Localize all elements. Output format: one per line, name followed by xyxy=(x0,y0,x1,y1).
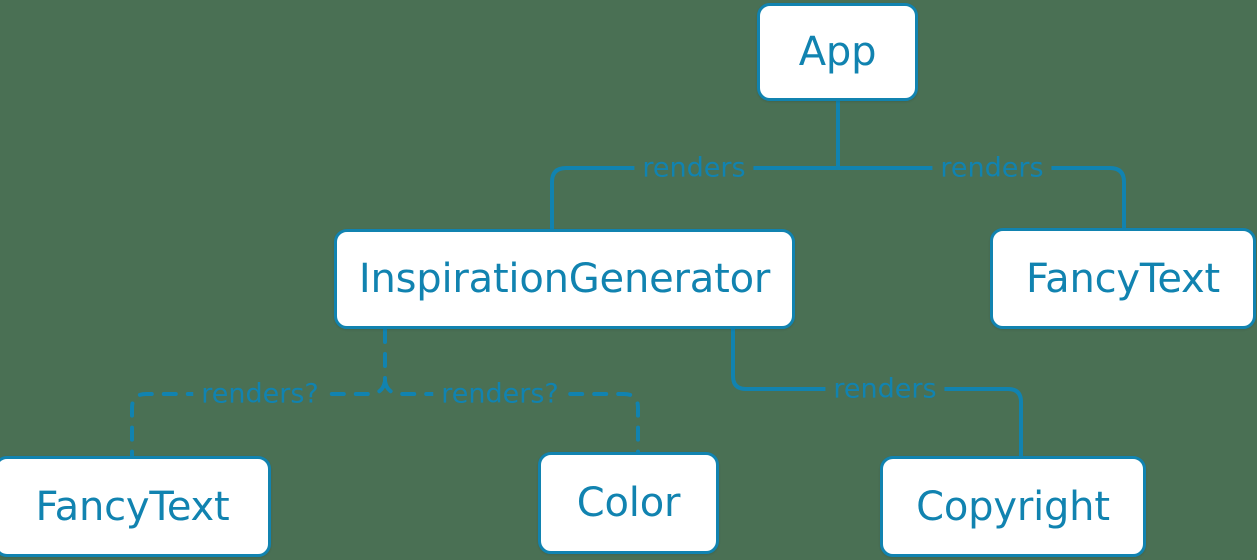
node-inspiration-generator[interactable]: InspirationGenerator xyxy=(334,229,795,329)
edge-app-fancytext xyxy=(836,166,1126,230)
edge-label-inspiration-fancytext: renders? xyxy=(193,380,327,408)
node-fancytext-left-label: FancyText xyxy=(35,483,230,530)
edge-label-inspiration-copyright: renders xyxy=(825,375,945,403)
node-color[interactable]: Color xyxy=(538,452,719,554)
edge-label-inspiration-color: renders? xyxy=(433,380,567,408)
node-copyright[interactable]: Copyright xyxy=(880,456,1146,557)
edge-app-inspiration xyxy=(550,166,840,231)
node-fancytext-right-label: FancyText xyxy=(1026,255,1220,302)
node-fancytext-left[interactable]: FancyText xyxy=(0,456,271,557)
node-copyright-label: Copyright xyxy=(916,483,1110,530)
node-inspiration-generator-label: InspirationGenerator xyxy=(358,256,771,302)
edge-label-app-inspiration: renders xyxy=(634,154,754,182)
node-color-label: Color xyxy=(576,480,681,526)
edge-inspiration-color xyxy=(383,379,640,454)
edge-label-app-fancytext: renders xyxy=(932,154,1052,182)
edge-inspiration-fancytext xyxy=(130,379,387,458)
node-app-label: App xyxy=(798,29,877,75)
node-app[interactable]: App xyxy=(757,3,918,101)
node-fancytext-right[interactable]: FancyText xyxy=(990,228,1256,329)
